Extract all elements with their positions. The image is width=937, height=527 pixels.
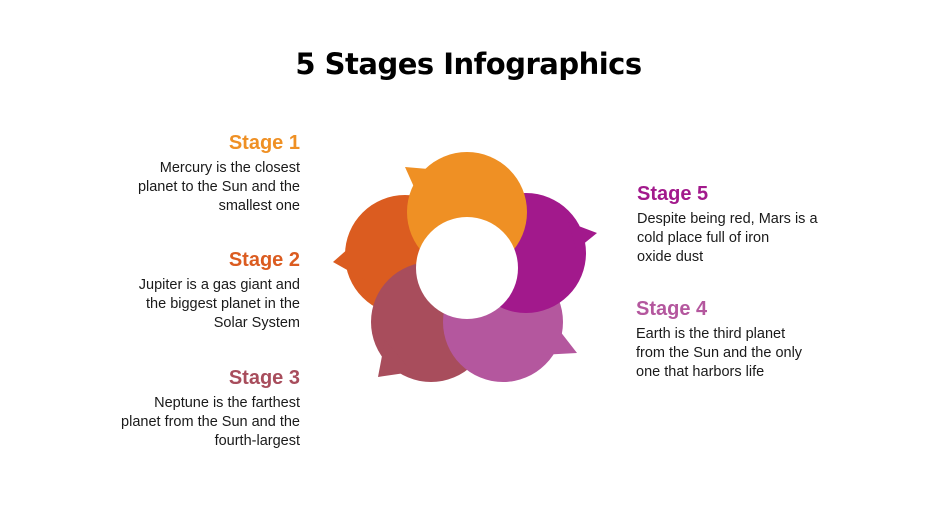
stage-1-text: Stage 1 Mercury is the closest planet to… xyxy=(40,131,300,216)
stage-5-text: Stage 5 Despite being red, Mars is a col… xyxy=(637,182,897,267)
desc-line: Jupiter is a gas giant and xyxy=(138,277,300,293)
desc-line: Neptune is the farthest xyxy=(154,395,300,411)
desc-line: fourth-largest xyxy=(214,433,300,449)
stage-1-title: Stage 1 xyxy=(228,132,300,154)
stage-3-description: Neptune is the farthest planet from the … xyxy=(40,394,300,451)
stage-2-title: Stage 2 xyxy=(228,249,300,271)
desc-line: Mercury is the closest xyxy=(159,160,300,176)
desc-line: planet to the Sun and the xyxy=(137,179,300,195)
page-title: 5 Stages Infographics xyxy=(295,47,642,81)
desc-line: Earth is the third planet xyxy=(636,326,786,342)
desc-line: one that harbors life xyxy=(636,364,765,380)
desc-line: oxide dust xyxy=(637,249,704,265)
stage-2-description: Jupiter is a gas giant and the biggest p… xyxy=(40,276,300,333)
stage-1-description: Mercury is the closest planet to the Sun… xyxy=(40,159,300,216)
desc-line: Despite being red, Mars is a xyxy=(637,211,818,227)
desc-line: from the Sun and the only xyxy=(636,345,803,361)
desc-line: Solar System xyxy=(213,315,300,331)
stage-3-text: Stage 3 Neptune is the farthest planet f… xyxy=(40,366,300,451)
stage-4-text: Stage 4 Earth is the third planet from t… xyxy=(636,297,896,382)
stage-4-title: Stage 4 xyxy=(636,298,708,320)
stage-2-text: Stage 2 Jupiter is a gas giant and the b… xyxy=(40,248,300,333)
stage-5-description: Despite being red, Mars is a cold place … xyxy=(637,210,897,267)
stage-3-title: Stage 3 xyxy=(228,367,300,389)
desc-line: cold place full of iron xyxy=(637,230,770,246)
stage-5-title: Stage 5 xyxy=(637,183,709,205)
desc-line: the biggest planet in the xyxy=(146,296,300,312)
desc-line: smallest one xyxy=(218,198,300,214)
desc-line: planet from the Sun and the xyxy=(121,414,300,430)
center-hole xyxy=(416,217,518,319)
stage-4-description: Earth is the third planet from the Sun a… xyxy=(636,325,896,382)
